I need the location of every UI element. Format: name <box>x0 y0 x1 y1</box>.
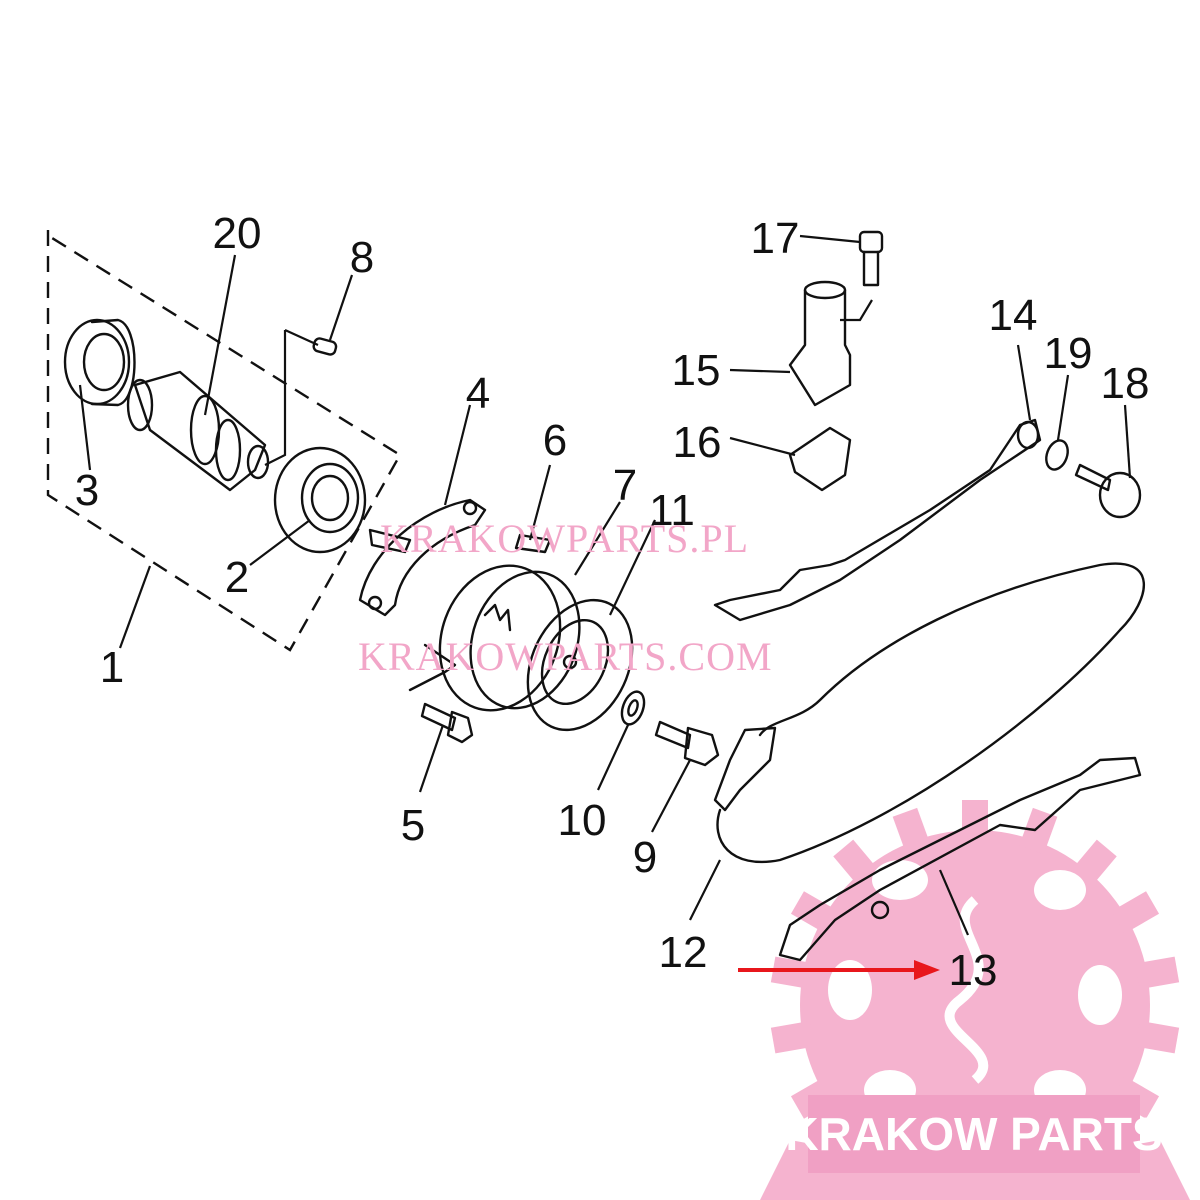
bracket-part-4 <box>358 498 487 617</box>
guide-part-14 <box>713 418 1042 622</box>
bearing-part-3 <box>63 318 136 407</box>
callout-3: 3 <box>75 466 99 515</box>
guide-part-13 <box>778 756 1142 962</box>
callout-12: 12 <box>659 928 708 977</box>
bearing-part-2 <box>273 446 367 554</box>
callout-9: 9 <box>633 833 657 882</box>
guide-stud <box>870 900 890 920</box>
callout-20: 20 <box>213 209 262 258</box>
krakow-parts-logo: KRAKOW PARTS <box>760 800 1190 1200</box>
callout-13: 13 <box>949 946 998 995</box>
callout-4: 4 <box>466 369 490 418</box>
bolt-part-17 <box>858 230 884 287</box>
plate-part-6 <box>514 533 552 554</box>
camshaft-part-20 <box>126 370 270 492</box>
callout-10: 10 <box>558 796 607 845</box>
callout-18: 18 <box>1101 359 1150 408</box>
callout-17: 17 <box>751 214 800 263</box>
callout-16: 16 <box>673 418 722 467</box>
callout-11: 11 <box>649 486 695 535</box>
callout-14: 14 <box>989 291 1038 340</box>
washer-part-10 <box>620 690 646 726</box>
callout-6: 6 <box>543 416 567 465</box>
cam-chain-part-12 <box>713 562 1146 863</box>
guide-pivot <box>1016 420 1040 450</box>
washer-part-19 <box>1045 439 1069 471</box>
logo-text: KRAKOW PARTS <box>785 1108 1162 1160</box>
callout-7: 7 <box>613 461 637 510</box>
gasket-part-16 <box>788 426 852 492</box>
callout-15: 15 <box>672 346 721 395</box>
callout-2: 2 <box>225 553 249 602</box>
tensioner-part-15 <box>788 280 873 407</box>
callout-19: 19 <box>1044 329 1093 378</box>
bolt-part-5 <box>420 702 474 744</box>
callout-5: 5 <box>401 801 425 850</box>
watermark-pl: KRAKOWPARTS.PL <box>380 516 749 561</box>
pin-part-8 <box>264 328 338 466</box>
cover-part-11 <box>526 598 634 732</box>
callout-8: 8 <box>350 233 374 282</box>
leader-lines <box>78 234 1132 936</box>
watermark-com: KRAKOWPARTS.COM <box>358 634 773 679</box>
callout-1: 1 <box>100 643 124 692</box>
highlight-arrow <box>738 960 940 980</box>
bolt-part-9 <box>654 720 720 767</box>
pivot-bolt-part-18 <box>1074 463 1142 519</box>
